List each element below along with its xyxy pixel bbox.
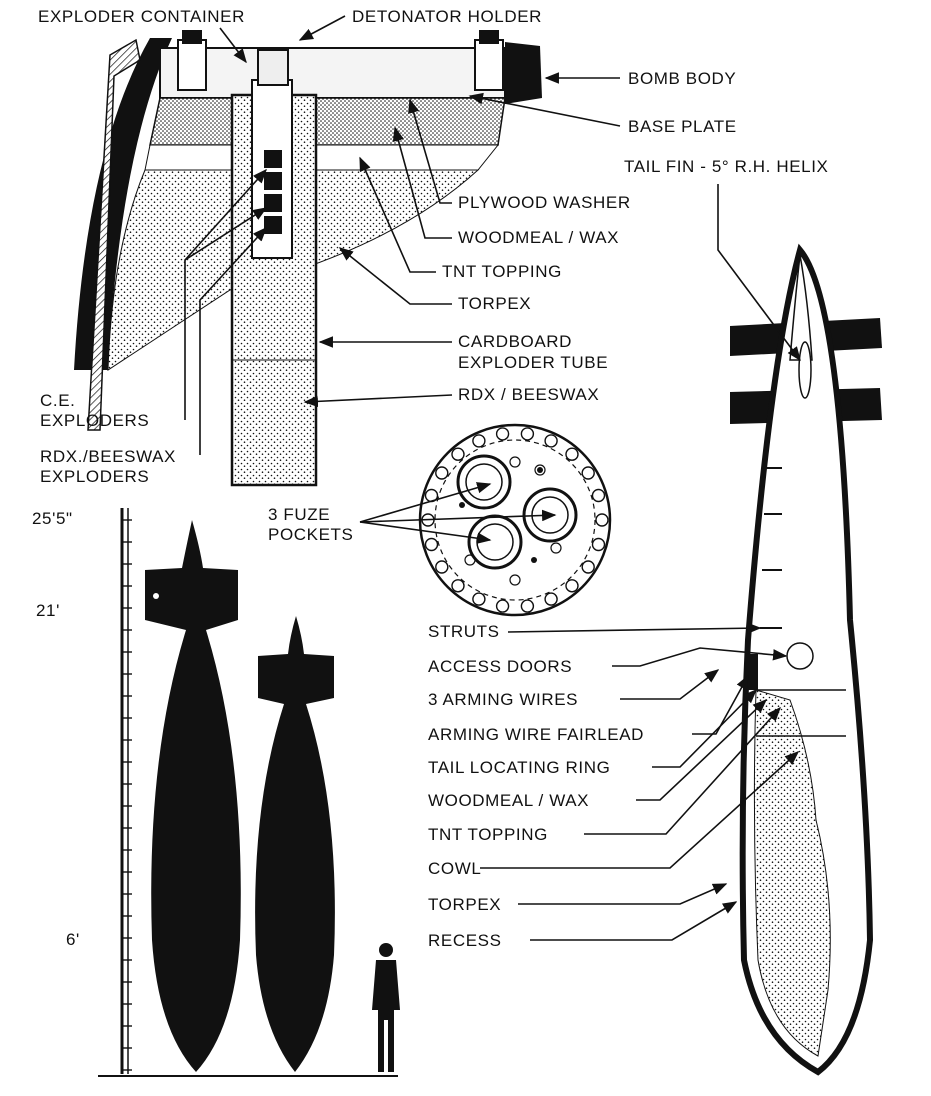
tallboy-silhouette <box>255 616 335 1072</box>
woodmeal-wax-layer <box>149 97 506 146</box>
rim-hole <box>565 447 579 461</box>
fuze-pocket-plate <box>418 423 612 617</box>
tail-labels: TAIL FIN - 5° R.H. HELIX STRUTS ACCESS D… <box>428 157 828 950</box>
bomb-body-right <box>505 42 542 104</box>
label-fuze-1: 3 FUZE <box>268 505 330 524</box>
label-rdx-exp-1: RDX./BEESWAX <box>40 447 176 466</box>
label-tail-tnt-topping: TNT TOPPING <box>428 825 548 844</box>
tnt-topping-layer <box>144 144 500 171</box>
label-struts: STRUTS <box>428 622 500 641</box>
rim-hole <box>520 599 535 613</box>
fuze-pocket-c <box>467 514 523 570</box>
plate-hole <box>509 456 521 468</box>
rim-hole <box>520 427 535 441</box>
tail-end-section-detail <box>74 30 542 487</box>
rim-hole <box>581 560 595 574</box>
label-top-woodmeal-wax: WOODMEAL / WAX <box>458 228 619 247</box>
grand-slam-silhouette <box>145 520 241 1072</box>
rim-hole <box>451 447 465 461</box>
label-base-plate: BASE PLATE <box>628 117 737 136</box>
casing-bracket <box>87 38 141 431</box>
tail-torpex-fill <box>753 689 831 1057</box>
rim-hole <box>472 592 486 606</box>
label-fuze-2: POCKETS <box>268 525 353 544</box>
label-top-tnt-topping: TNT TOPPING <box>442 262 562 281</box>
label-recess: RECESS <box>428 931 502 950</box>
rim-hole <box>495 427 510 441</box>
rim-hole <box>435 560 449 574</box>
rim-hole <box>591 537 606 552</box>
rim-hole <box>435 466 449 480</box>
access-door <box>786 642 814 670</box>
label-tail-woodmeal-wax: WOODMEAL / WAX <box>428 791 589 810</box>
rim-hole <box>595 513 609 527</box>
label-ce-1: C.E. <box>40 391 75 410</box>
bolt-right <box>474 30 504 91</box>
label-exploder-container: EXPLODER CONTAINER <box>38 7 245 26</box>
label-rdx-beeswax: RDX / BEESWAX <box>458 385 599 404</box>
scale-label-mid: 21' <box>36 601 60 620</box>
top-detail-labels: EXPLODER CONTAINER DETONATOR HOLDER BOMB… <box>38 7 737 486</box>
rim-hole <box>424 537 439 552</box>
fuze-pocket-a <box>456 454 512 510</box>
label-top-torpex: TORPEX <box>458 294 531 313</box>
height-scale <box>98 508 398 1077</box>
bolt-left <box>177 30 207 91</box>
scale-label-top: 25'5" <box>32 509 73 528</box>
scale-ticks <box>122 519 132 1071</box>
plate-hole <box>509 574 521 586</box>
label-access-doors: ACCESS DOORS <box>428 657 572 676</box>
label-ce-2: EXPLODERS <box>40 411 149 430</box>
struts <box>760 467 782 629</box>
label-tail-fin: TAIL FIN - 5° R.H. HELIX <box>624 157 828 176</box>
label-cowl: COWL <box>428 859 481 878</box>
human-scale-figure <box>372 943 400 1072</box>
rim-hole <box>565 579 579 593</box>
label-cardboard-1: CARDBOARD <box>458 332 572 351</box>
scale-label-low: 6' <box>66 930 80 949</box>
rim-hole <box>591 488 606 503</box>
label-arming-wires: 3 ARMING WIRES <box>428 690 578 709</box>
label-rdx-exp-2: EXPLODERS <box>40 467 149 486</box>
detonator-holder <box>257 49 289 86</box>
label-tail-torpex: TORPEX <box>428 895 501 914</box>
rim-hole <box>472 434 486 448</box>
tail-cutaway <box>730 243 882 1076</box>
base-plate <box>159 47 506 99</box>
label-bomb-body: BOMB BODY <box>628 69 736 88</box>
rim-hole <box>544 434 558 448</box>
label-fairlead: ARMING WIRE FAIRLEAD <box>428 725 644 744</box>
rim-hole <box>544 592 558 606</box>
rim-hole <box>495 599 510 613</box>
label-cardboard-2: EXPLODER TUBE <box>458 353 608 372</box>
ce-exploder-pellets <box>264 150 282 234</box>
label-plywood-washer: PLYWOOD WASHER <box>458 193 631 212</box>
rim-hole <box>581 466 595 480</box>
label-locating-ring: TAIL LOCATING RING <box>428 758 610 777</box>
rim-hole <box>451 579 465 593</box>
plate-hole <box>550 542 562 554</box>
label-detonator-holder: DETONATOR HOLDER <box>352 7 542 26</box>
